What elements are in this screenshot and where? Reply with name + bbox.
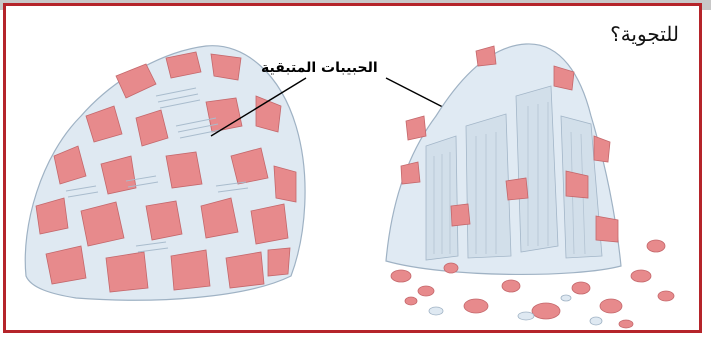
fresh-granite-rock xyxy=(25,46,305,301)
rock-illustration xyxy=(6,6,702,333)
residual-grains-label: الحبيبات المتبقية xyxy=(261,60,378,76)
weathered-granite-rock xyxy=(386,44,674,328)
figure-heading-text: للتجوية؟ xyxy=(610,22,679,46)
figure-frame: للتجوية؟ الحبيبات المتبقية xyxy=(3,3,702,333)
